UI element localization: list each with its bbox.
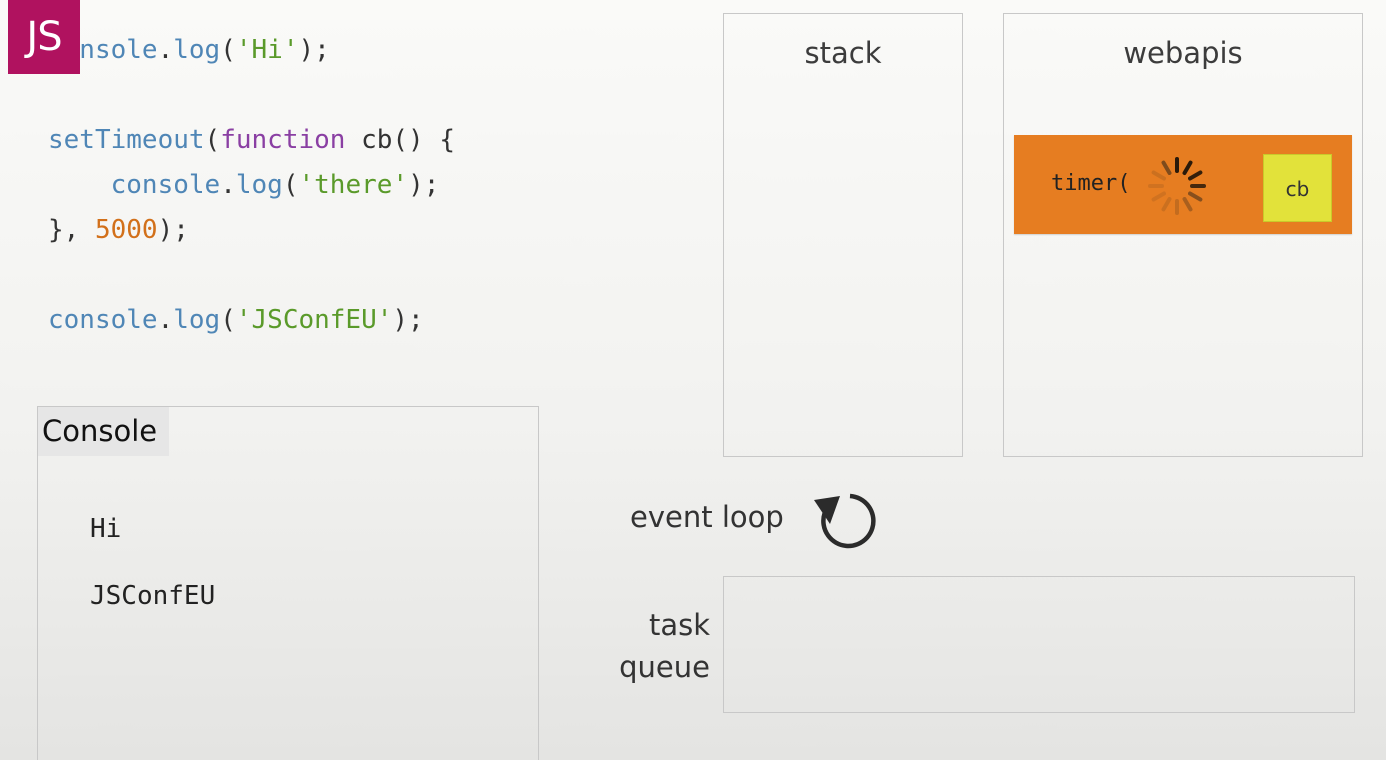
code-token: 5000 xyxy=(94,215,158,245)
console-output-line: JSConfEU xyxy=(90,581,216,611)
webapis-title: webapis xyxy=(1123,36,1243,70)
task-queue-label-line: task xyxy=(648,608,710,642)
code-token: ); xyxy=(298,35,330,65)
code-token: log xyxy=(173,305,221,335)
code-line-3: console.log('there'); xyxy=(48,170,440,200)
callback-box: cb xyxy=(1263,154,1332,222)
code-line-4: }, 5000); xyxy=(48,215,189,245)
event-loop-label: event loop xyxy=(630,500,784,534)
code-token: 'Hi' xyxy=(235,35,299,65)
code-editor: console.log('Hi'); setTimeout(function c… xyxy=(0,0,640,360)
code-token: ); xyxy=(392,305,424,335)
call-stack-panel: stack xyxy=(723,13,963,457)
code-token: 'there' xyxy=(298,170,409,200)
console-output-line: Hi xyxy=(90,514,122,544)
stack-title: stack xyxy=(804,36,882,70)
code-indent xyxy=(48,170,111,200)
code-token: }, xyxy=(48,215,95,245)
code-token: ( xyxy=(220,35,236,65)
code-token: setTimeout xyxy=(48,125,205,155)
loading-spinner-icon xyxy=(1148,157,1206,215)
code-token: console xyxy=(48,305,158,335)
code-token: ( xyxy=(204,125,221,155)
js-logo-badge: JS xyxy=(8,0,80,74)
code-line-2: setTimeout(function cb() { xyxy=(48,125,455,155)
code-token: log xyxy=(173,35,221,65)
code-token: ); xyxy=(408,170,440,200)
console-panel: Console Hi JSConfEU xyxy=(37,406,539,760)
code-line-1: console.log('Hi'); xyxy=(48,35,330,65)
task-queue-panel xyxy=(723,576,1355,713)
timer-block: timer( cb xyxy=(1014,135,1352,234)
code-token: ( xyxy=(220,305,236,335)
code-token: . xyxy=(157,35,174,65)
code-token: 'JSConfEU' xyxy=(235,305,393,335)
code-token: function xyxy=(220,125,346,155)
code-token: . xyxy=(220,170,236,200)
console-title: Console xyxy=(38,407,169,456)
loop-arrow-icon xyxy=(814,493,876,549)
code-token: ( xyxy=(282,170,299,200)
webapis-panel: webapis xyxy=(1003,13,1363,457)
code-token: . xyxy=(157,305,174,335)
code-line-5: console.log('JSConfEU'); xyxy=(48,305,424,335)
timer-label: timer( xyxy=(1051,171,1131,196)
code-token: ); xyxy=(157,215,189,245)
code-token: log xyxy=(235,170,283,200)
task-queue-label-line: queue xyxy=(619,650,710,684)
code-token: cb() { xyxy=(345,125,456,155)
code-token: console xyxy=(110,170,221,200)
task-queue-label: task queue xyxy=(610,604,710,688)
